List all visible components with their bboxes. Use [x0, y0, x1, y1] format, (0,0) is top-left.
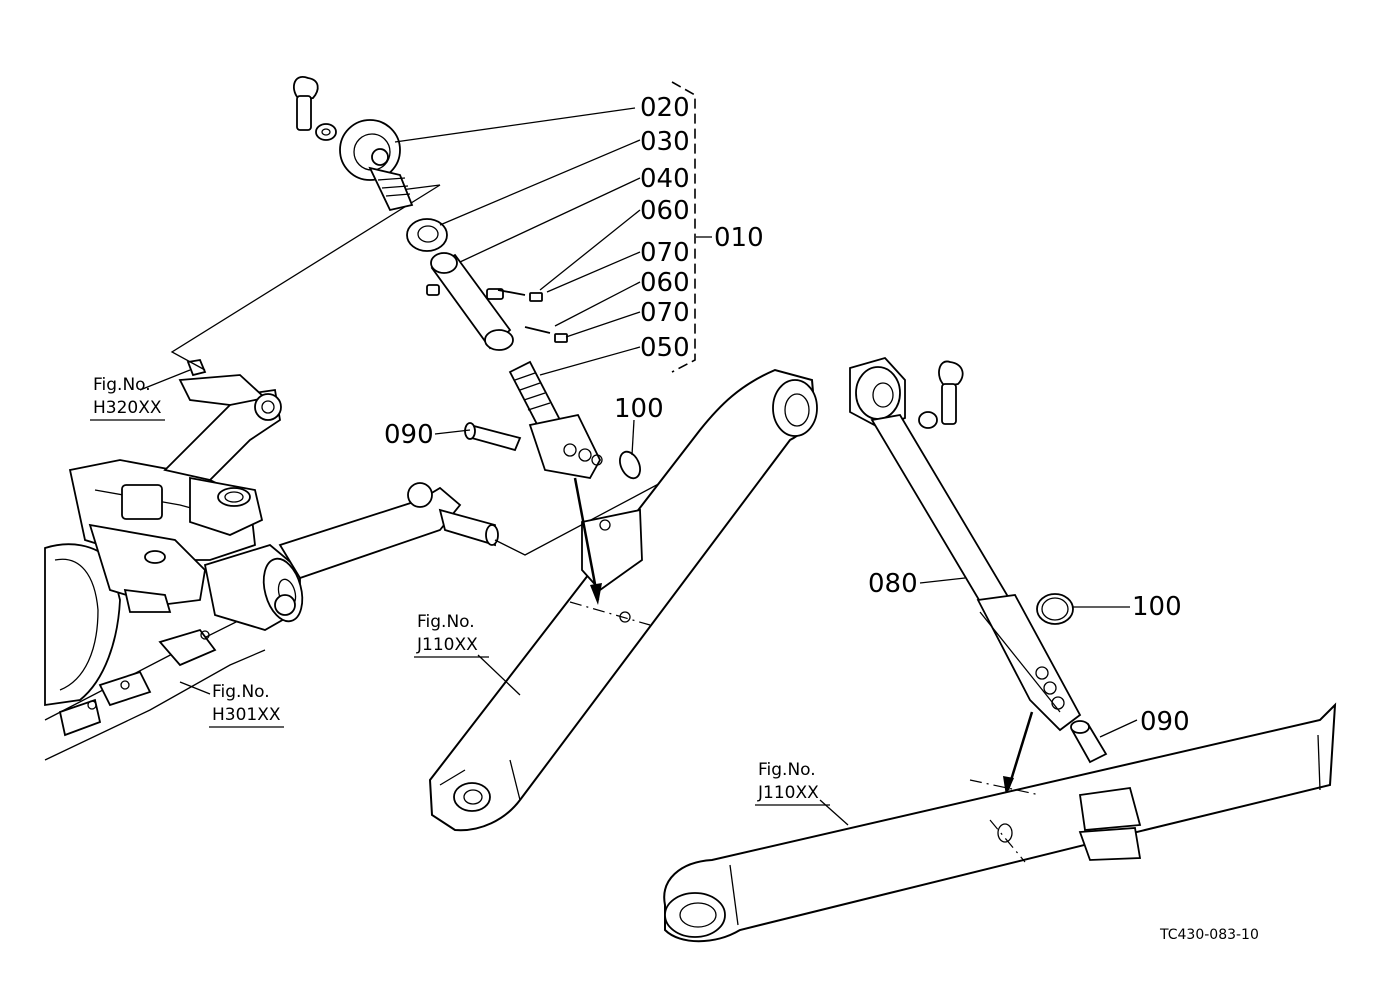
part-label-010: 010 [714, 223, 764, 253]
assembly-bracket-010 [671, 81, 696, 373]
lower-link-left [428, 368, 818, 832]
part-label-100-right: 100 [1132, 592, 1182, 622]
leader-h320 [170, 184, 441, 371]
part-label-090-left: 090 [384, 420, 434, 450]
part-label-090-right: 090 [1140, 707, 1190, 737]
lower-link-right [663, 702, 1337, 943]
figref-h320-label: Fig.No. [93, 375, 151, 395]
part-label-060-lower: 060 [640, 268, 690, 298]
figref-h320[interactable]: Fig.No. H320XX [90, 375, 165, 421]
figref-h320-code[interactable]: H320XX [93, 398, 162, 418]
part-label-030: 030 [640, 127, 690, 157]
part-label-080: 080 [868, 569, 918, 599]
figref-j110-right[interactable]: Fig.No. J110XX [755, 760, 830, 806]
part-label-040: 040 [640, 164, 690, 194]
part-label-100-left: 100 [614, 394, 664, 424]
part-label-020: 020 [640, 93, 690, 123]
figref-h301-label: Fig.No. [212, 682, 270, 702]
figref-h301[interactable]: Fig.No. H301XX [209, 682, 284, 728]
rear-axle-housing [44, 358, 499, 761]
figref-j110-left[interactable]: Fig.No. J110XX [414, 612, 489, 658]
part-label-070-upper: 070 [640, 238, 690, 268]
drawing-code: TC430-083-10 [1159, 927, 1259, 943]
figref-j110-right-label: Fig.No. [758, 760, 816, 780]
figref-j110-right-code[interactable]: J110XX [757, 783, 819, 803]
lift-rod-080 [849, 356, 1108, 796]
figref-h301-code[interactable]: H301XX [212, 705, 281, 725]
figref-j110-left-code[interactable]: J110XX [416, 635, 478, 655]
part-label-070-lower: 070 [640, 298, 690, 328]
part-label-060-upper: 060 [640, 196, 690, 226]
figref-j110-left-label: Fig.No. [417, 612, 475, 632]
top-link-assembly [293, 76, 696, 480]
part-label-050: 050 [640, 333, 690, 363]
leader-lines [139, 107, 1138, 826]
